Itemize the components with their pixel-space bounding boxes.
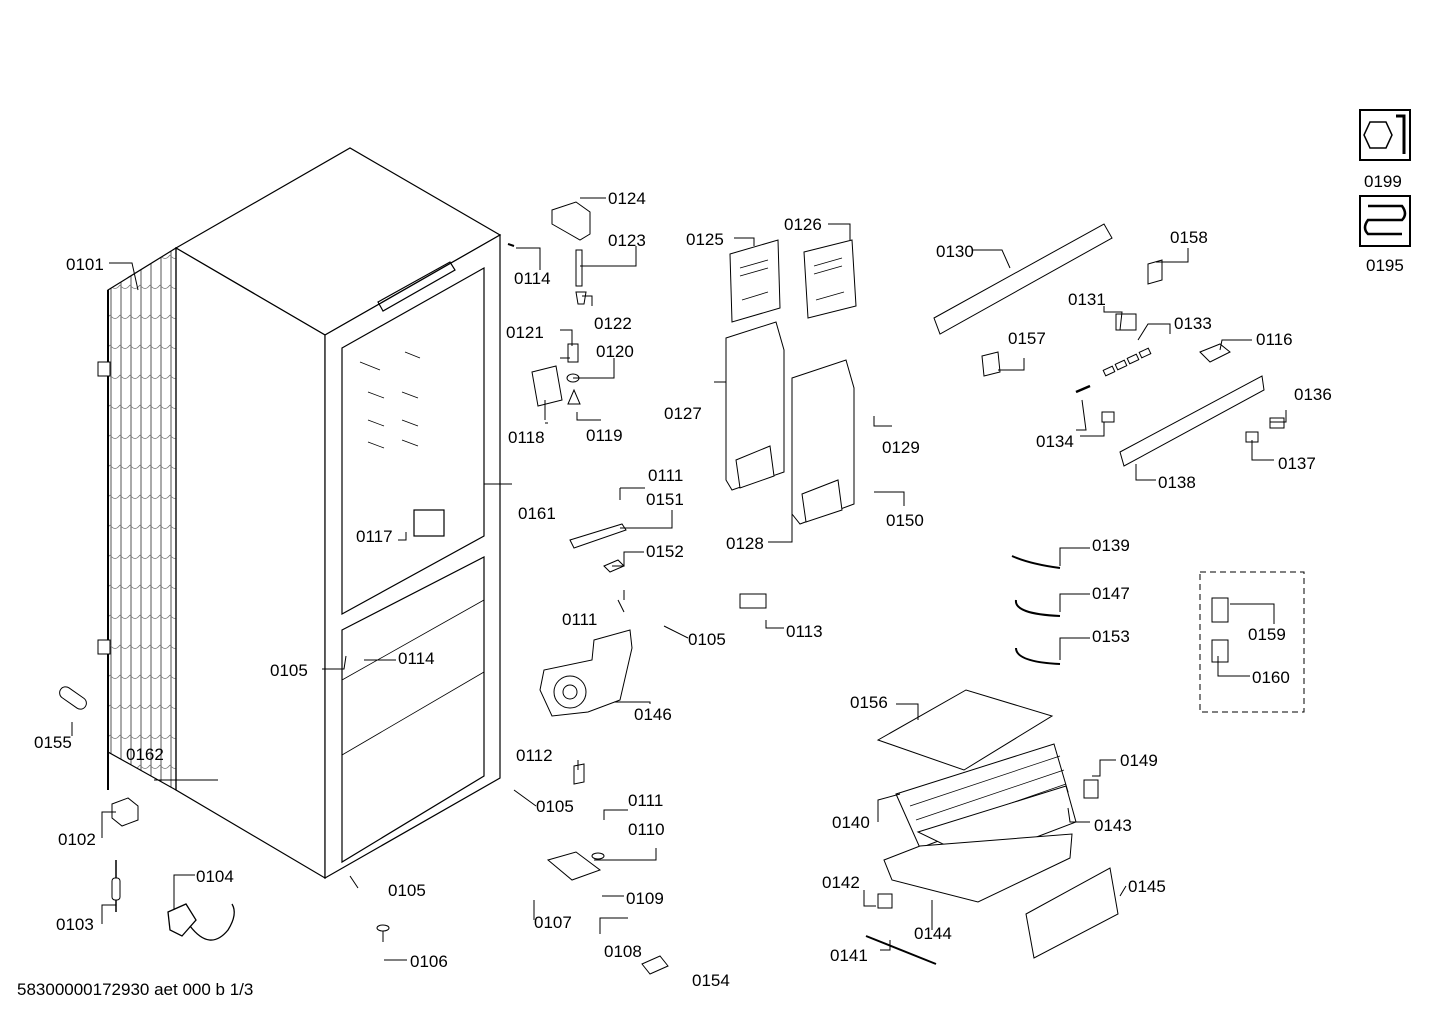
label-0105a: 0105 xyxy=(270,661,308,680)
label-0151: 0151 xyxy=(646,490,684,509)
label-0144: 0144 xyxy=(914,924,952,943)
panels-0125-0126 xyxy=(729,239,857,323)
label-0141: 0141 xyxy=(830,946,868,965)
label-0150: 0150 xyxy=(886,511,924,530)
label-0143: 0143 xyxy=(1094,816,1132,835)
label-0123: 0123 xyxy=(608,231,646,250)
label-0105c: 0105 xyxy=(388,881,426,900)
label-0111b: 0111 xyxy=(562,610,597,629)
control-module-0130 xyxy=(933,223,1113,335)
label-0124: 0124 xyxy=(608,189,646,208)
part-number-labels: 0101 0155 0162 0102 0103 0104 0105 0114 … xyxy=(34,172,1404,990)
bracket-0151 xyxy=(569,523,627,549)
label-0107: 0107 xyxy=(534,913,572,932)
coil-icon xyxy=(1359,195,1411,247)
label-0145: 0145 xyxy=(1128,877,1166,896)
label-0146: 0146 xyxy=(634,705,672,724)
label-0113: 0113 xyxy=(786,622,823,641)
label-0147: 0147 xyxy=(1092,584,1130,603)
part-0154 xyxy=(641,955,669,975)
label-0158: 0158 xyxy=(1170,228,1208,247)
part-0112 xyxy=(573,763,585,785)
label-0140: 0140 xyxy=(832,813,870,832)
label-0129: 0129 xyxy=(882,438,920,457)
label-0127: 0127 xyxy=(664,404,702,423)
part-0116 xyxy=(1199,343,1231,363)
evaporator-assembly xyxy=(865,689,1119,965)
part-0103-dryer xyxy=(111,860,121,912)
label-0103: 0103 xyxy=(56,915,94,934)
leader-lines xyxy=(71,197,1287,961)
part-0131 xyxy=(1115,313,1137,331)
buttons-0133 xyxy=(1102,347,1152,377)
label-0109: 0109 xyxy=(626,889,664,908)
part-0106-screw xyxy=(376,924,390,942)
label-0155: 0155 xyxy=(34,733,72,752)
fan-assembly-0146 xyxy=(539,629,633,717)
label-0106: 0106 xyxy=(410,952,448,971)
label-0137: 0137 xyxy=(1278,454,1316,473)
label-0199: 0199 xyxy=(1364,172,1402,191)
label-0117: 0117 xyxy=(356,527,393,546)
label-0104: 0104 xyxy=(196,867,234,886)
label-0110: 0110 xyxy=(628,820,665,839)
label-0111a: 0111 xyxy=(648,466,683,485)
label-0116: 0116 xyxy=(1256,330,1293,349)
parts-0157-0158 xyxy=(981,259,1163,377)
fridge-cabinet xyxy=(174,147,502,880)
label-0102: 0102 xyxy=(58,830,96,849)
label-0105d: 0105 xyxy=(688,630,726,649)
label-0131: 0131 xyxy=(1068,290,1106,309)
label-0111c: 0111 xyxy=(628,791,663,810)
label-0101: 0101 xyxy=(66,255,104,274)
strip-0138 xyxy=(1119,375,1265,467)
label-0119: 0119 xyxy=(586,426,623,445)
label-0128: 0128 xyxy=(726,534,764,553)
label-0105b: 0105 xyxy=(536,797,574,816)
label-0142: 0142 xyxy=(822,873,860,892)
label-0121: 0121 xyxy=(506,323,544,342)
label-0157: 0157 xyxy=(1008,329,1046,348)
label-0133: 0133 xyxy=(1174,314,1212,333)
label-0156: 0156 xyxy=(850,693,888,712)
condenser-grid xyxy=(97,246,177,792)
label-0108: 0108 xyxy=(604,942,642,961)
label-0160: 0160 xyxy=(1252,668,1290,687)
label-0136: 0136 xyxy=(1294,385,1332,404)
part-0113-switch xyxy=(739,593,767,609)
label-0149: 0149 xyxy=(1120,751,1158,770)
plate-0109 xyxy=(546,851,605,881)
label-0134: 0134 xyxy=(1036,432,1074,451)
label-0114b: 0114 xyxy=(398,649,435,668)
label-0162: 0162 xyxy=(126,745,164,764)
label-0114a: 0114 xyxy=(514,269,551,288)
label-0126: 0126 xyxy=(784,215,822,234)
hinge-parts xyxy=(507,201,591,407)
document-code: 58300000172930 aet 000 b 1/3 xyxy=(17,980,254,999)
label-0154: 0154 xyxy=(692,971,730,990)
label-0118: 0118 xyxy=(508,428,545,447)
label-0159: 0159 xyxy=(1248,625,1286,644)
label-0122: 0122 xyxy=(594,314,632,333)
label-0152: 0152 xyxy=(646,542,684,561)
label-0120: 0120 xyxy=(596,342,634,361)
part-0104-power-cord xyxy=(167,903,235,941)
ducts-0127-0128 xyxy=(725,321,855,525)
wrench-icon xyxy=(1359,109,1411,161)
label-0112: 0112 xyxy=(516,746,553,765)
label-0195: 0195 xyxy=(1366,256,1404,275)
label-0139: 0139 xyxy=(1092,536,1130,555)
part-0155-filter xyxy=(59,686,87,710)
label-0161: 0161 xyxy=(518,504,556,523)
label-0153: 0153 xyxy=(1092,627,1130,646)
part-0102-clip xyxy=(111,797,139,827)
sensor-cables xyxy=(1011,555,1061,665)
label-0130: 0130 xyxy=(936,242,974,261)
label-0125: 0125 xyxy=(686,230,724,249)
label-0138: 0138 xyxy=(1158,473,1196,492)
spare-parts-box xyxy=(1199,571,1305,713)
